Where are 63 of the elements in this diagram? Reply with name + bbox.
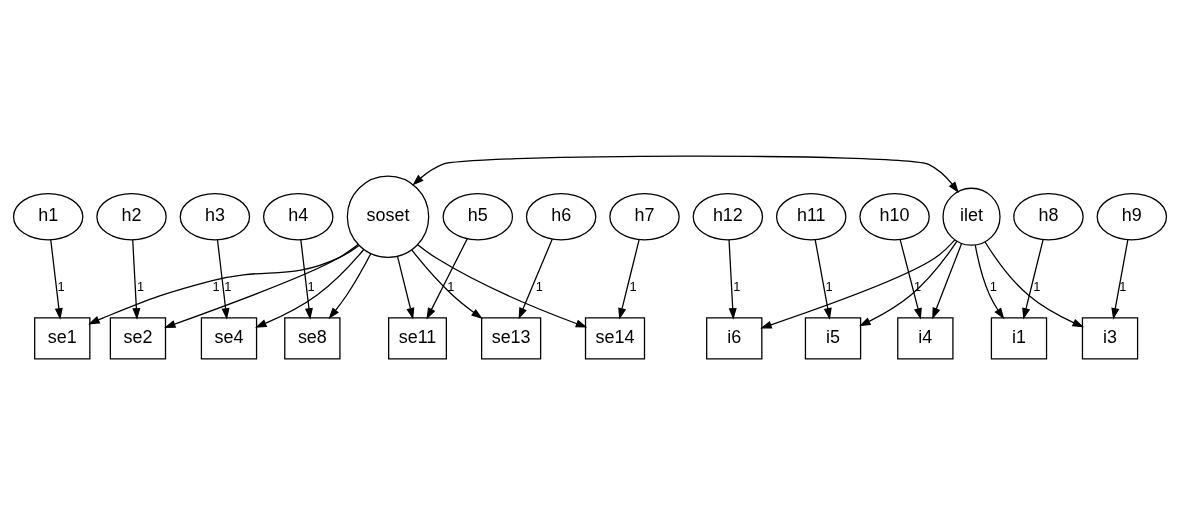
- arrow: [932, 242, 963, 319]
- arrow: [328, 252, 372, 319]
- node-circle: ilet: [942, 187, 1001, 246]
- arrow: [760, 238, 956, 329]
- edge-label: 1: [1033, 278, 1041, 294]
- node-box: se14: [584, 316, 646, 359]
- node-ellipse: h11: [775, 192, 847, 240]
- node-ellipse: h12: [692, 192, 764, 240]
- node-box: se8: [284, 316, 341, 359]
- edge-label: 1: [307, 278, 315, 294]
- node-ellipse: h5: [442, 192, 514, 240]
- edge-label: 1: [212, 278, 220, 294]
- node-box: i3: [1081, 316, 1139, 359]
- edge-label: 1: [1119, 278, 1127, 294]
- arrow: [88, 244, 360, 324]
- edge-label: 1: [989, 278, 997, 294]
- node-ellipse: h2: [96, 192, 167, 240]
- arrow: [1111, 238, 1129, 320]
- node-box: se2: [109, 316, 167, 359]
- edge-label: 1: [535, 278, 543, 294]
- node-ellipse: h9: [1096, 192, 1168, 240]
- node-box: se1: [34, 316, 91, 359]
- node-box: i1: [990, 316, 1048, 359]
- arrow: [396, 255, 415, 319]
- arrow: [255, 248, 365, 328]
- arrow: [163, 243, 359, 328]
- edge-label: 1: [136, 278, 145, 294]
- arrow: [518, 238, 553, 319]
- node-box: se11: [388, 316, 447, 359]
- edge-label: 1: [224, 278, 232, 294]
- arrow: [417, 243, 588, 328]
- arrow: [412, 155, 959, 193]
- arrow: [984, 240, 1084, 327]
- arrow: [974, 243, 1005, 319]
- arrow: [411, 249, 483, 319]
- node-box: i6: [706, 316, 763, 359]
- arrow: [899, 238, 922, 320]
- arrow: [426, 237, 468, 319]
- node-ellipse: h6: [525, 192, 597, 240]
- edge-label: 1: [447, 278, 455, 294]
- node-ellipse: h8: [1013, 192, 1084, 240]
- arrow: [1022, 238, 1044, 320]
- arrow: [216, 238, 230, 320]
- node-ellipse: h10: [859, 192, 930, 240]
- arrow: [728, 238, 737, 320]
- node-box: i4: [897, 316, 954, 359]
- node-box: i5: [804, 316, 862, 359]
- arrow: [50, 238, 63, 320]
- node-ellipse: h3: [179, 192, 251, 240]
- node-ellipse: h7: [609, 192, 680, 240]
- node-ellipse: h4: [263, 192, 334, 240]
- arrow: [618, 238, 640, 320]
- node-box: se13: [481, 316, 542, 359]
- node-ellipse: h1: [12, 192, 84, 240]
- edge-label: 1: [629, 278, 637, 294]
- edge-label: 1: [57, 278, 65, 294]
- node-box: se4: [200, 316, 258, 359]
- edge-label: 1: [733, 278, 741, 294]
- arrow: [859, 240, 958, 326]
- arrow: [300, 238, 313, 320]
- arrow: [132, 238, 141, 320]
- edge-label: 1: [825, 278, 833, 294]
- arrow: [814, 238, 832, 320]
